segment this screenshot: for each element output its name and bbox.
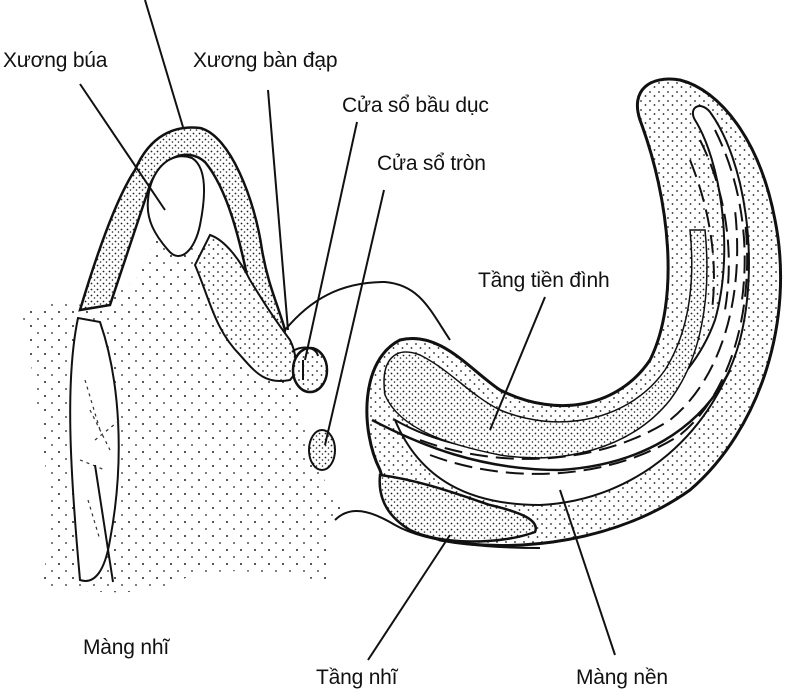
label-round-window: Cửa sổ tròn [377,152,486,175]
label-malleus: Xương búa [3,49,108,72]
label-basilar-membrane: Màng nền [576,666,668,689]
leader-scala-vestibuli [489,296,546,431]
label-tympanic-membrane: Màng nhĩ [83,636,169,659]
scala-tympani [378,473,537,543]
leader-scala-tympani [367,534,451,661]
malleus-bone [146,155,205,257]
stapes-footplate [291,346,329,394]
leader-tympanic-membrane [94,464,114,583]
leader-round-window [324,189,385,446]
round-window [308,429,336,471]
leader-malleus [79,83,166,211]
label-scala-tympani: Tầng nhĩ [316,666,398,689]
leader-oval-window [304,121,358,361]
tympanic-membrane [69,316,120,582]
label-oval-window: Cửa sổ bầu dục [342,94,489,117]
leader-top [144,0,184,128]
cochlea-streaks [419,129,749,475]
label-scala-vestibuli: Tầng tiền đình [478,269,610,292]
leader-stapes [267,89,289,331]
basilar-membrane [371,369,732,472]
label-stapes: Xương bàn đạp [193,49,338,72]
scala-vestibuli [383,229,708,459]
leader-lines [79,0,616,661]
leader-basilar-membrane [559,489,616,656]
